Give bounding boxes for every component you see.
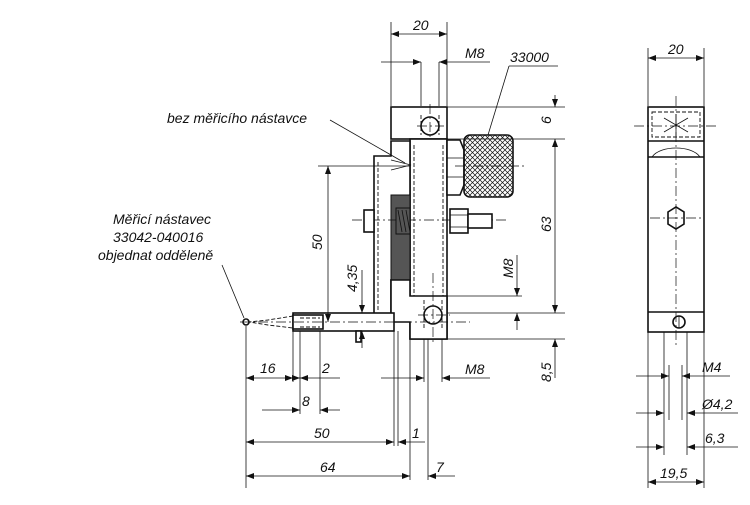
knob-ref-label: 33000 xyxy=(510,49,549,65)
dim-w64: 64 xyxy=(320,459,336,475)
dim-w7: 7 xyxy=(436,459,445,475)
dim-height-63: 63 xyxy=(538,216,554,232)
screw-shank xyxy=(467,213,493,229)
dim-bottom-m8: M8 xyxy=(465,361,485,377)
side-dim-d4-2: Ø4,2 xyxy=(701,396,733,412)
note-tip-line1: Měřicí nástavec xyxy=(113,211,211,227)
dim-w16: 16 xyxy=(260,360,276,376)
note-tip-line2: 33042-040016 xyxy=(113,229,204,245)
dim-mid-m8: M8 xyxy=(500,258,516,278)
dim-vert-50: 50 xyxy=(309,234,325,250)
dim-w2: 2 xyxy=(321,360,330,376)
note-without-tip: bez měřicího nástavce xyxy=(167,110,307,126)
tip-ball xyxy=(242,318,250,326)
side-dim-m4: M4 xyxy=(702,359,722,375)
front-view xyxy=(240,104,525,345)
side-hex-hole xyxy=(667,206,685,230)
side-view xyxy=(634,96,718,365)
note-tip-line3: objednat odděleně xyxy=(98,247,213,263)
side-dim-20: 20 xyxy=(667,41,684,57)
dim-top-m8: M8 xyxy=(465,45,485,61)
dim-w1: 1 xyxy=(412,425,420,441)
hex-nut-upper xyxy=(446,139,465,196)
dim-vert-4-35: 4,35 xyxy=(344,265,360,292)
screw-head-left xyxy=(363,209,375,233)
dim-height-6: 6 xyxy=(538,116,554,124)
arm-pin xyxy=(355,330,362,343)
side-dimensions: 20 M4 Ø4,2 6,3 19,5 xyxy=(636,41,738,488)
dim-top-20: 20 xyxy=(412,17,429,33)
side-dim-19-5: 19,5 xyxy=(660,465,687,481)
hex-nut-right xyxy=(449,208,469,234)
front-dimensions: 20 M8 33000 6 63 8,5 M8 50 xyxy=(221,17,565,488)
side-dim-6-3: 6,3 xyxy=(705,430,725,446)
dim-w50: 50 xyxy=(314,425,330,441)
dim-w8: 8 xyxy=(302,393,310,409)
dim-height-8-5: 8,5 xyxy=(538,362,554,382)
